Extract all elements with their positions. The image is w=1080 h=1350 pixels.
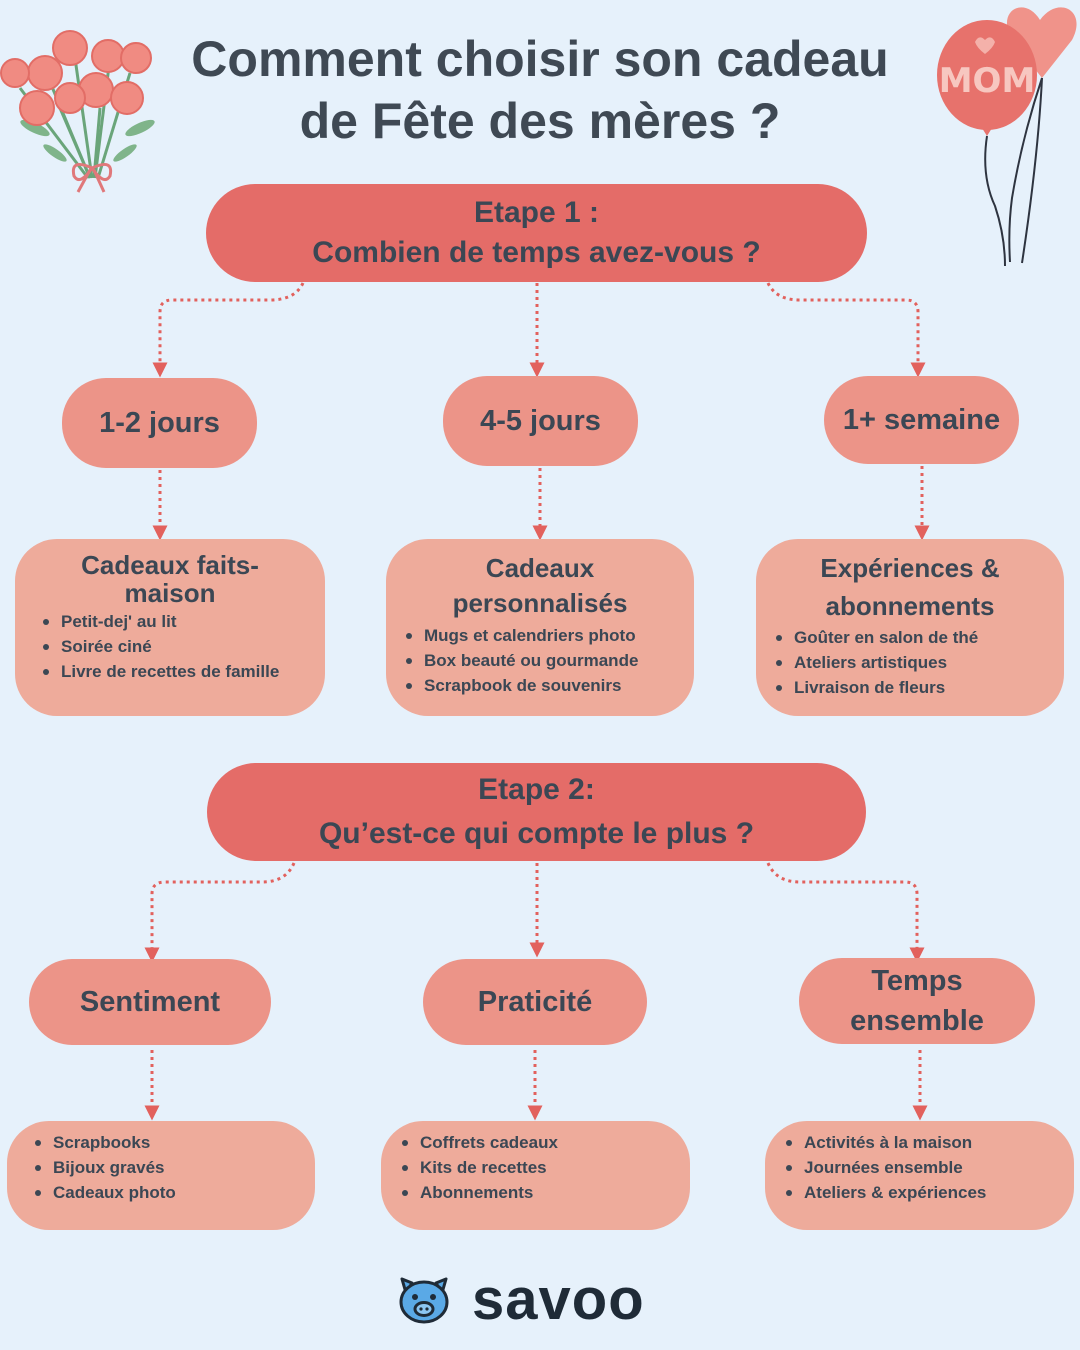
card-title: Cadeaux personnalisés xyxy=(452,553,628,618)
connector-step1-left xyxy=(152,282,305,378)
balloon-text: MOM xyxy=(939,61,1036,101)
card-cadeaux-faits-maison: Cadeaux faits-maison Petit-dej' au lit S… xyxy=(15,539,325,716)
pig-face-icon xyxy=(399,1277,449,1324)
connector-step2-right xyxy=(766,862,925,963)
list-item: Ateliers artistiques xyxy=(776,650,1064,675)
card-title: Expériences & abonnements xyxy=(820,553,1000,621)
heart-balloons-icon: MOM xyxy=(937,7,1077,267)
option-label: 1+ semaine xyxy=(842,404,1001,436)
brand-logo: savoo xyxy=(396,1266,645,1332)
card-list: Goûter en salon de thé Ateliers artistiq… xyxy=(756,625,1064,700)
option-label: Praticité xyxy=(477,986,593,1018)
step2-question: Qu’est-ce qui compte le plus ? xyxy=(318,817,755,850)
list-item: Petit-dej' au lit xyxy=(43,609,325,634)
option-label: Temps ensemble xyxy=(850,965,984,1037)
option-4-5-jours: 4-5 jours xyxy=(443,376,638,466)
list-item: Box beauté ou gourmande xyxy=(406,648,694,673)
card-cadeaux-personnalises: Cadeaux personnalisés Mugs et calendrier… xyxy=(386,539,694,716)
option-sentiment: Sentiment xyxy=(29,959,271,1045)
card-list: Mugs et calendriers photo Box beauté ou … xyxy=(386,623,694,698)
list-item: Goûter en salon de thé xyxy=(776,625,1064,650)
brand-name: savoo xyxy=(472,1266,645,1332)
step2-box: Etape 2: Qu’est-ce qui compte le plus ? xyxy=(207,763,866,861)
card-list: Scrapbooks Bijoux gravés Cadeaux photo xyxy=(7,1130,315,1205)
list-item: Coffrets cadeaux xyxy=(402,1130,690,1155)
card-temps-ensemble: Activités à la maison Journées ensemble … xyxy=(765,1121,1074,1230)
step1-label: Etape 1 : xyxy=(473,196,600,229)
option-label: 4-5 jours xyxy=(480,405,601,437)
option-label: Sentiment xyxy=(79,986,221,1018)
option-1-semaine: 1+ semaine xyxy=(824,376,1019,464)
card-title: Cadeaux faits-maison xyxy=(81,550,259,608)
page-title: Comment choisir son cadeau de Fête des m… xyxy=(0,28,1080,152)
list-item: Bijoux gravés xyxy=(35,1155,315,1180)
connector-step1-right xyxy=(766,282,926,378)
flower-bouquet-icon xyxy=(0,30,155,193)
list-item: Soirée ciné xyxy=(43,634,325,659)
card-list: Coffrets cadeaux Kits de recettes Abonne… xyxy=(381,1130,690,1205)
list-item: Livraison de fleurs xyxy=(776,675,1064,700)
connector-step2-left xyxy=(144,862,296,963)
option-1-2-jours: 1-2 jours xyxy=(62,378,257,468)
option-praticite: Praticité xyxy=(423,959,647,1045)
card-list: Petit-dej' au lit Soirée ciné Livre de r… xyxy=(15,609,325,684)
title-line-1: Comment choisir son cadeau xyxy=(191,31,889,87)
list-item: Cadeaux photo xyxy=(35,1180,315,1205)
list-item: Abonnements xyxy=(402,1180,690,1205)
card-sentiment: Scrapbooks Bijoux gravés Cadeaux photo xyxy=(7,1121,315,1230)
list-item: Journées ensemble xyxy=(786,1155,1074,1180)
option-label: 1-2 jours xyxy=(99,407,220,439)
card-list: Activités à la maison Journées ensemble … xyxy=(765,1130,1074,1205)
card-praticite: Coffrets cadeaux Kits de recettes Abonne… xyxy=(381,1121,690,1230)
list-item: Kits de recettes xyxy=(402,1155,690,1180)
card-experiences-abonnements: Expériences & abonnements Goûter en salo… xyxy=(756,539,1064,716)
step2-label: Etape 2: xyxy=(478,773,595,806)
list-item: Livre de recettes de famille xyxy=(43,659,325,684)
list-item: Ateliers & expériences xyxy=(786,1180,1074,1205)
step1-box: Etape 1 : Combien de temps avez-vous ? xyxy=(206,184,867,282)
step1-question: Combien de temps avez-vous ? xyxy=(312,236,761,269)
title-line-2: de Fête des mères ? xyxy=(299,93,781,149)
list-item: Scrapbooks xyxy=(35,1130,315,1155)
list-item: Mugs et calendriers photo xyxy=(406,623,694,648)
list-item: Scrapbook de souvenirs xyxy=(406,673,694,698)
option-temps-ensemble: Temps ensemble xyxy=(799,958,1035,1044)
list-item: Activités à la maison xyxy=(786,1130,1074,1155)
